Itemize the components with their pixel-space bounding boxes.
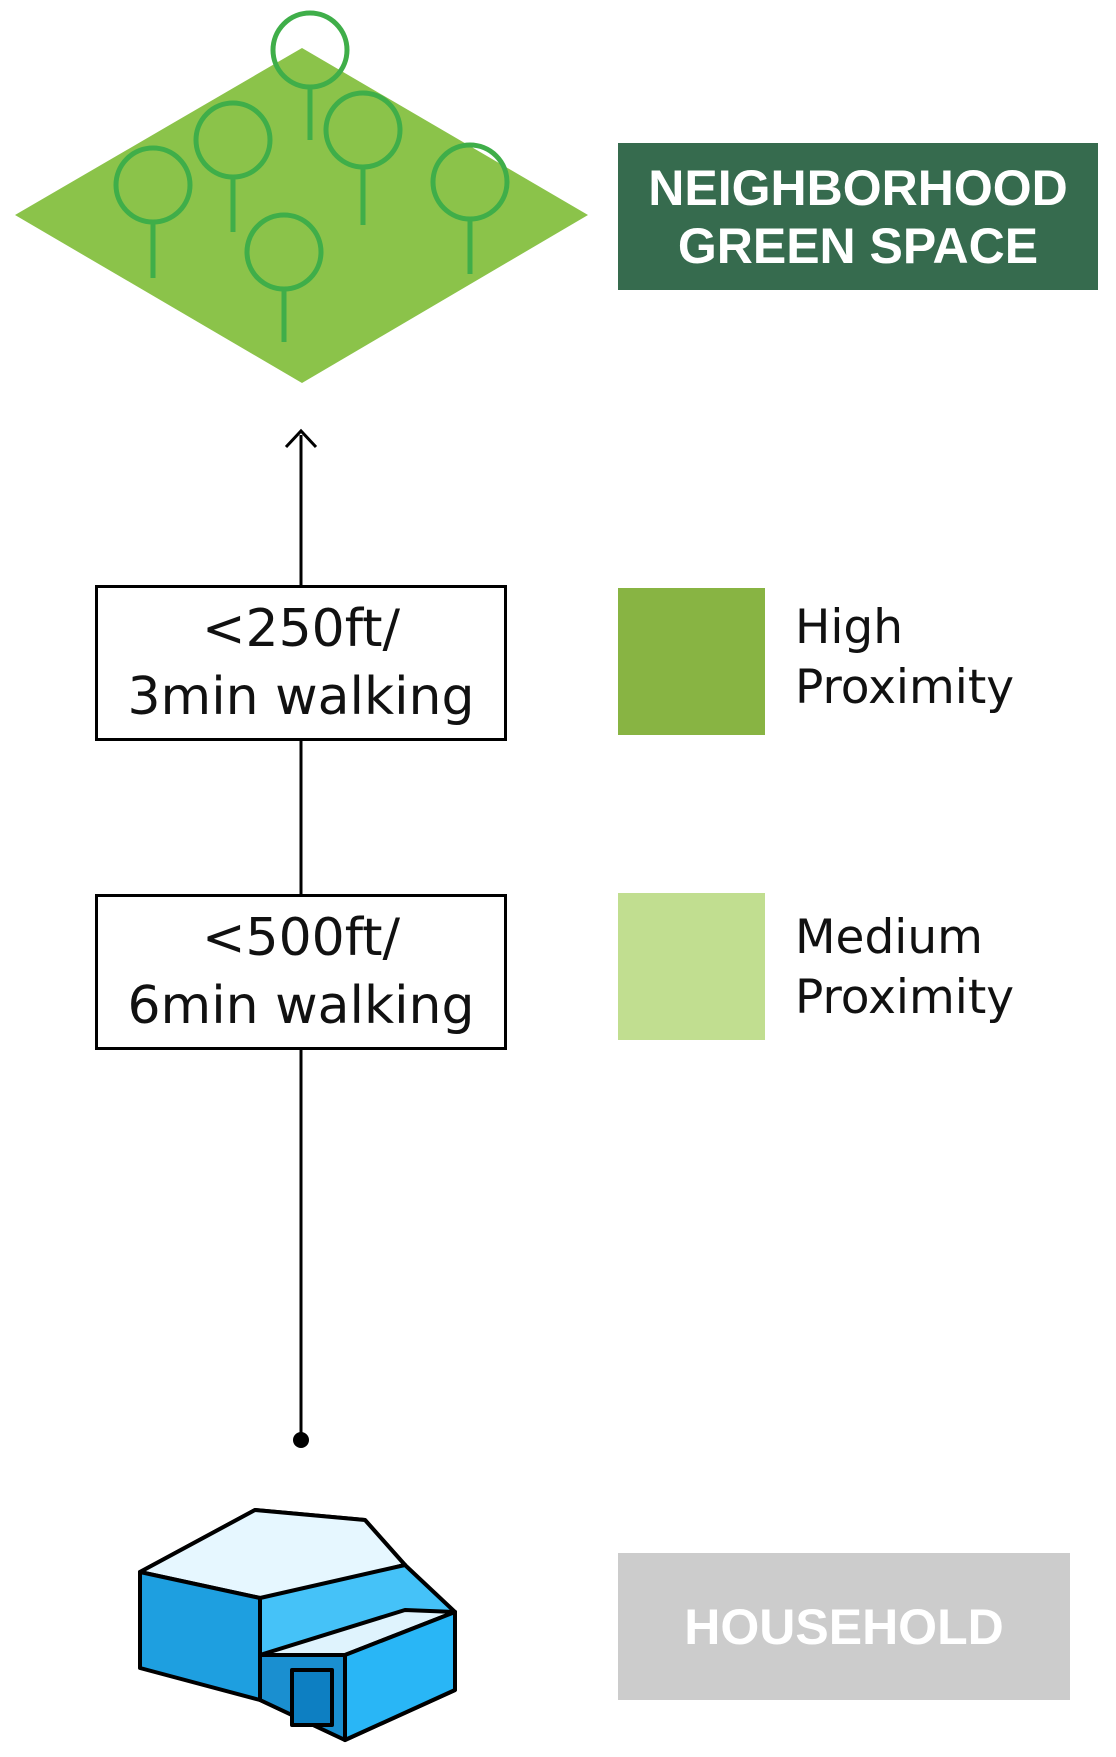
legend-high-line2: Proximity <box>795 660 1015 715</box>
household-banner: HOUSEHOLD <box>618 1553 1070 1700</box>
distance-high-line1: <250ft/ <box>201 599 401 659</box>
green-space-icon <box>15 10 588 383</box>
green-space-title-line2: GREEN SPACE <box>677 217 1039 274</box>
tree-icon <box>113 10 510 342</box>
distance-high-line2: 3min walking <box>127 667 475 727</box>
arrow-up-icon <box>284 428 318 449</box>
household-label: HOUSEHOLD <box>684 1598 1004 1655</box>
legend-medium-line1: Medium <box>795 910 983 965</box>
legend-high-line1: High <box>795 600 904 655</box>
distance-box-high: <250ft/ 3min walking <box>95 585 507 741</box>
distance-medium-line1: <500ft/ <box>201 908 401 968</box>
distance-box-medium: <500ft/ 6min walking <box>95 894 507 1050</box>
legend-label-medium: Medium Proximity <box>795 908 1014 1028</box>
legend-medium-line2: Proximity <box>795 970 1015 1025</box>
legend-label-high: High Proximity <box>795 598 1014 718</box>
legend-swatch-medium <box>618 893 765 1040</box>
legend-swatch-high <box>618 588 765 735</box>
green-space-banner: NEIGHBORHOOD GREEN SPACE <box>618 143 1098 290</box>
green-space-title-line1: NEIGHBORHOOD <box>648 159 1068 216</box>
distance-medium-line2: 6min walking <box>127 976 475 1036</box>
house-icon <box>138 1508 457 1742</box>
origin-dot <box>293 1432 309 1448</box>
